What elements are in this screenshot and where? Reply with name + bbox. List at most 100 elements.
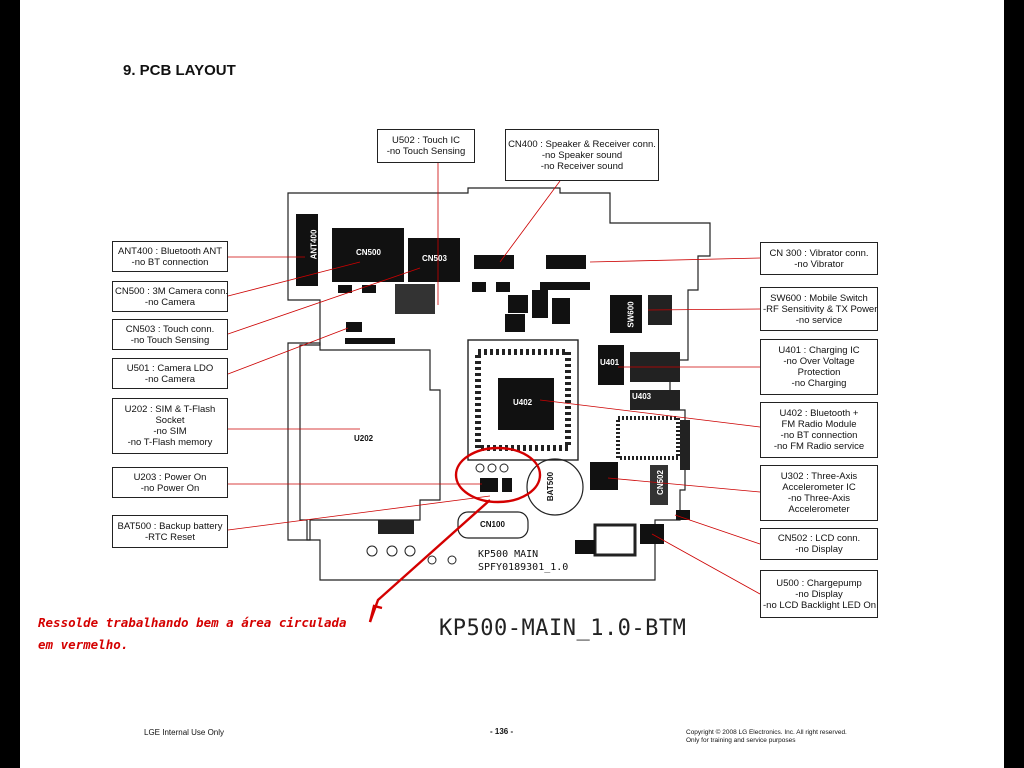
footer-copyright-line-1: Copyright © 2008 LG Electronics. Inc. Al… bbox=[686, 729, 847, 736]
u402-chip bbox=[498, 378, 554, 430]
footer-page-number: - 136 - bbox=[490, 727, 514, 736]
callout-u502: U502 : Touch IC -no Touch Sensing bbox=[377, 129, 475, 163]
callout-sw600: SW600 : Mobile Switch -RF Sensitivity & … bbox=[760, 287, 878, 331]
callout-u402-line: U402 : Bluetooth + bbox=[779, 408, 859, 419]
callout-u502-line: U502 : Touch IC bbox=[392, 135, 460, 146]
red-annotation-arrow bbox=[368, 499, 491, 623]
callout-bat500: BAT500 : Backup battery -RTC Reset bbox=[112, 515, 228, 548]
footer-internal-use: LGE Internal Use Only bbox=[144, 728, 225, 737]
pad bbox=[475, 463, 485, 473]
right-black-border bbox=[1004, 0, 1024, 768]
pad bbox=[499, 463, 509, 473]
leader-lines bbox=[227, 163, 761, 595]
pcb-board-drawing bbox=[227, 163, 761, 623]
label-sw600: SW600 bbox=[626, 301, 636, 328]
callout-cn400-line: -no Receiver sound bbox=[540, 160, 624, 172]
test-pad bbox=[366, 545, 378, 557]
callout-u501-line: U501 : Camera LDO bbox=[126, 362, 214, 374]
callout-cn502-line: -no Display bbox=[795, 544, 843, 555]
callout-ant400-line: ANT400 : Bluetooth ANT bbox=[117, 245, 223, 257]
u401-component bbox=[598, 345, 624, 385]
callout-u401: U401 : Charging IC -no Over Voltage Prot… bbox=[760, 339, 878, 395]
small-chip bbox=[362, 285, 376, 293]
test-pad bbox=[427, 555, 437, 565]
callout-u203-line: U203 : Power On bbox=[133, 471, 207, 483]
callout-u203-line: -no Power On bbox=[140, 482, 200, 494]
callout-cn502: CN502 : LCD conn. -no Display bbox=[760, 528, 878, 560]
callout-cn500-line: -no Camera bbox=[144, 296, 196, 308]
u203-chip bbox=[480, 478, 498, 492]
small-chip bbox=[472, 282, 486, 292]
callout-u302-line: -no Three-Axis bbox=[787, 493, 851, 504]
callout-cn300-line: -no Vibrator bbox=[794, 258, 844, 270]
callout-u202-line: -no T-Flash memory bbox=[127, 437, 213, 448]
callout-u401-line: -no Charging bbox=[791, 378, 847, 389]
callout-cn400-line: -no Speaker sound bbox=[541, 149, 623, 161]
small-chip bbox=[505, 314, 525, 332]
small-chip bbox=[496, 282, 510, 292]
footer-copyright: Copyright © 2008 LG Electronics. Inc. Al… bbox=[686, 729, 847, 745]
red-annotation-arrow-head bbox=[368, 604, 383, 623]
small-chip bbox=[345, 338, 395, 344]
pad bbox=[487, 463, 497, 473]
callout-u500-line: -no LCD Backlight LED On bbox=[763, 599, 876, 611]
small-chip bbox=[676, 510, 690, 520]
callout-cn503-line: CN503 : Touch conn. bbox=[125, 323, 215, 335]
label-u401: U401 bbox=[600, 358, 620, 367]
callout-u302: U302 : Three-Axis Accelerometer IC -no T… bbox=[760, 465, 878, 521]
small-chip bbox=[508, 295, 528, 313]
callout-u500-line: U500 : Chargepump bbox=[776, 577, 862, 589]
callout-cn502-line: CN502 : LCD conn. bbox=[777, 533, 861, 544]
callout-bat500-line: BAT500 : Backup battery bbox=[117, 520, 223, 532]
small-chip bbox=[378, 520, 414, 534]
callout-u402-line: -no FM Radio service bbox=[773, 441, 865, 452]
label-cn500: CN500 bbox=[356, 248, 381, 257]
callout-u302-line: Accelerometer bbox=[788, 504, 850, 515]
callout-u401-line: U401 : Charging IC bbox=[778, 345, 860, 356]
callout-u402-line: -no BT connection bbox=[780, 430, 858, 441]
callout-u501: U501 : Camera LDO -no Camera bbox=[112, 358, 228, 389]
callout-u302-line: Accelerometer IC bbox=[782, 482, 856, 493]
test-pad bbox=[404, 545, 416, 557]
small-chip bbox=[338, 285, 352, 293]
small-chip bbox=[502, 478, 512, 492]
label-u402: U402 bbox=[513, 398, 533, 407]
small-chip bbox=[630, 390, 680, 410]
board-silk-line-2: SPFY0189301_1.0 bbox=[478, 562, 569, 573]
red-circled-area bbox=[454, 446, 542, 504]
test-pad bbox=[386, 545, 398, 557]
callout-cn400: CN400 : Speaker & Receiver conn. -no Spe… bbox=[505, 129, 659, 181]
callout-sw600-line: SW600 : Mobile Switch bbox=[770, 292, 868, 304]
small-chip bbox=[346, 322, 362, 332]
small-chip bbox=[395, 284, 435, 314]
callout-cn300-line: CN 300 : Vibrator conn. bbox=[769, 247, 869, 259]
cn503-component bbox=[408, 238, 460, 282]
bat500-battery bbox=[526, 458, 584, 516]
left-black-border bbox=[0, 0, 20, 768]
callout-cn500: CN500 : 3M Camera conn. -no Camera bbox=[112, 281, 228, 312]
sw600-component bbox=[610, 295, 642, 333]
test-pad bbox=[447, 555, 457, 565]
cn300-connector bbox=[546, 255, 586, 269]
callout-u402-line: FM Radio Module bbox=[781, 419, 857, 430]
label-u202: U202 bbox=[354, 434, 374, 443]
callout-u202-line: -no SIM bbox=[153, 426, 187, 437]
callout-cn500-line: CN500 : 3M Camera conn. bbox=[115, 285, 228, 297]
callout-cn300: CN 300 : Vibrator conn. -no Vibrator bbox=[760, 242, 878, 275]
label-bat500: BAT500 bbox=[546, 471, 556, 502]
label-cn100: CN100 bbox=[480, 520, 505, 529]
small-chip bbox=[540, 282, 590, 290]
callout-cn400-line: CN400 : Speaker & Receiver conn. bbox=[508, 138, 656, 150]
callout-u502-line: -no Touch Sensing bbox=[386, 146, 466, 157]
callout-u402: U402 : Bluetooth + FM Radio Module -no B… bbox=[760, 402, 878, 458]
cn502-connector bbox=[650, 465, 668, 505]
board-title: KP500-MAIN_1.0-BTM bbox=[439, 616, 687, 641]
callout-u202-line: Socket bbox=[155, 415, 185, 426]
footer-copyright-line-2: Only for training and service purposes bbox=[686, 737, 796, 744]
u202-socket-outline bbox=[287, 342, 441, 541]
callout-bat500-line: -RTC Reset bbox=[145, 531, 195, 543]
document-page: 9. PCB LAYOUT bbox=[20, 0, 1004, 768]
callout-sw600-line: -RF Sensitivity & TX Power bbox=[763, 303, 878, 315]
callout-cn503-line: -no Touch Sensing bbox=[130, 334, 210, 346]
callout-u500: U500 : Chargepump -no Display -no LCD Ba… bbox=[760, 570, 878, 618]
